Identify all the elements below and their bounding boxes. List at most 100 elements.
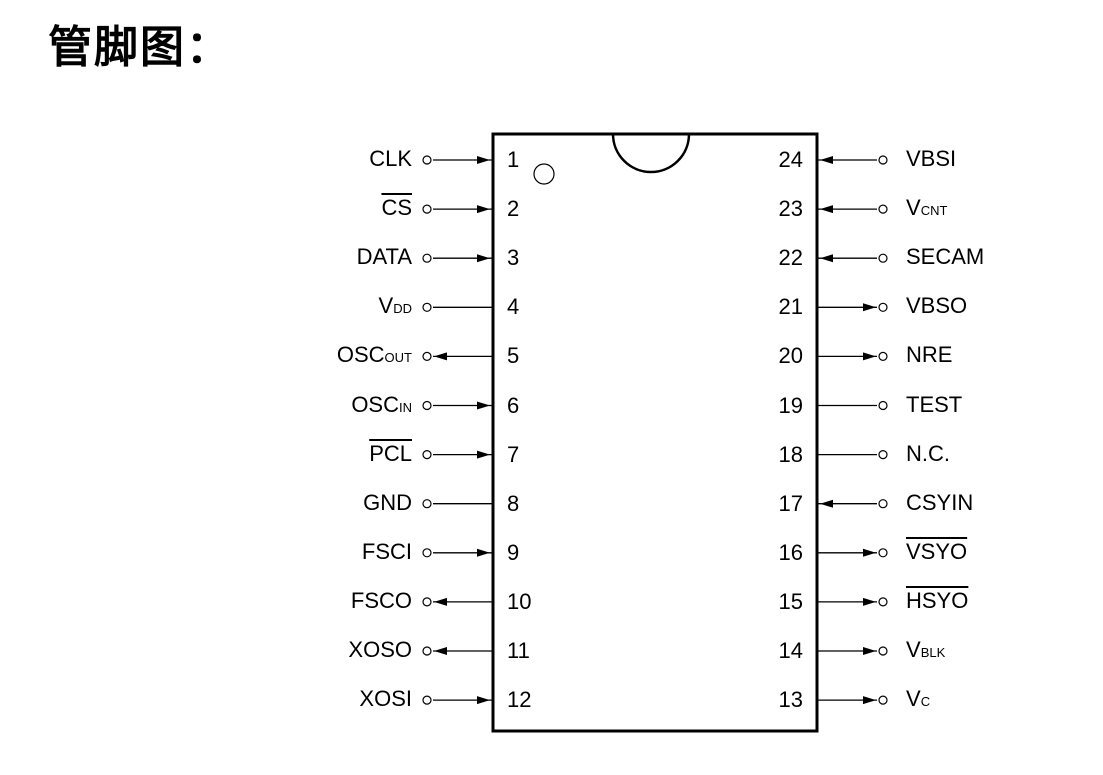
pin-number-1: 1 [507,147,520,172]
pin-name: FSCI [361,538,412,564]
pin-label-11: XOSO [348,639,412,661]
pin-terminal-10 [422,597,432,607]
pin-name: FSCO [350,587,412,613]
pin-terminal-4 [422,302,432,312]
pin-number-17: 17 [778,490,803,516]
pin-label-5: OSCOUT [337,344,412,366]
pin-label-14: VBLK [906,639,945,661]
pin-name: N.C. [906,440,950,466]
pin-terminal-11 [422,646,432,656]
arrow-in-1 [477,156,490,164]
pin-label-2: CS [381,197,412,219]
pin-name: DATA [356,244,412,270]
pin-name: SECAM [906,244,985,270]
pin-name: V [378,293,394,319]
pin-name: XOSO [348,637,412,662]
pin-name: VBSO [906,293,968,319]
arrow-out-11 [434,647,447,655]
arrow-out-14 [863,647,876,655]
pin-name-suffix: OUT [384,350,412,366]
pin-number-2: 2 [507,196,520,222]
pin-name: V [906,195,921,221]
pin-label-19: TEST [906,391,963,417]
pin-number-24: 24 [778,147,803,172]
pin-label-6: OSCIN [351,391,412,417]
pin-number-7: 7 [507,441,520,467]
pin-number-13: 13 [778,687,803,713]
pin-label-18: N.C. [906,440,950,466]
pin-number-21: 21 [778,294,803,320]
pin-terminal-7 [422,450,432,460]
arrow-in-2 [477,205,490,214]
pin-label-12: XOSI [359,688,412,710]
pin-name-suffix: BLK [920,645,946,660]
arrow-in-6 [477,401,490,410]
pin-name-suffix: DD [393,301,412,317]
arrow-out-10 [434,597,447,606]
arrow-in-7 [477,450,490,459]
pin-terminal-19 [878,400,888,411]
pin-number-20: 20 [778,343,803,369]
pin-terminal-13 [878,695,888,705]
pin-terminal-6 [422,400,432,411]
pin-name: VSYO [906,538,968,564]
pin-number-14: 14 [778,638,803,663]
pin-terminal-2 [422,204,432,214]
pin-label-1: CLK [369,148,412,170]
arrow-in-12 [477,696,490,705]
arrow-in-24 [820,156,833,164]
pin-name: VBSI [906,146,957,171]
pin-number-10: 10 [507,588,532,614]
pin-terminal-5 [422,351,432,361]
pin-label-24: VBSI [906,148,956,170]
pin-terminal-18 [878,450,888,460]
pin-label-22: SECAM [906,246,984,268]
pin-name: OSC [336,342,385,368]
pin-name: PCL [369,440,412,466]
pin-terminal-1 [422,155,432,165]
pin-number-12: 12 [507,687,532,713]
pin-number-18: 18 [778,441,803,467]
pin-terminal-24 [878,155,888,165]
pin-terminal-12 [422,695,432,705]
pin-terminal-8 [422,499,432,509]
pin-terminal-9 [422,548,432,558]
pin-name: NRE [906,342,953,368]
pin-number-5: 5 [507,343,520,369]
pin-label-20: NRE [906,344,952,366]
pin-label-7: PCL [369,440,412,466]
pin-name: CSYIN [906,489,974,515]
pin-number-16: 16 [778,539,803,565]
pin-label-16: VSYO [906,538,968,564]
page-title: 管脚图： [48,22,232,73]
pin-terminal-15 [878,597,888,607]
arrow-in-23 [820,205,833,214]
arrow-out-21 [863,303,876,312]
pin-terminal-23 [878,204,888,214]
pin-terminal-14 [878,646,888,656]
pin-name: V [906,637,921,662]
pin-name: HSYO [906,587,969,613]
pin-label-15: HSYO [906,587,969,613]
arrow-in-22 [820,254,833,263]
pin-name: OSC [351,391,399,417]
pin-name: CLK [369,146,412,171]
pin-label-17: CSYIN [906,489,974,515]
arrow-in-9 [477,548,490,557]
pin-name: XOSI [359,686,412,712]
pin-label-21: VBSO [906,295,967,317]
pin-label-9: FSCI [361,538,412,564]
pin-number-15: 15 [778,588,803,614]
pin-terminal-20 [878,351,888,361]
pin-number-19: 19 [778,392,803,418]
arrow-out-5 [434,352,447,361]
pin-number-9: 9 [507,539,520,565]
chip-body [491,132,819,733]
pin-label-4: VDD [379,295,412,317]
pin-name-suffix: C [920,694,931,710]
pin-name: CS [381,195,412,221]
pin-number-23: 23 [778,196,803,222]
pin-name: TEST [906,391,963,417]
pin-name: GND [363,489,412,515]
